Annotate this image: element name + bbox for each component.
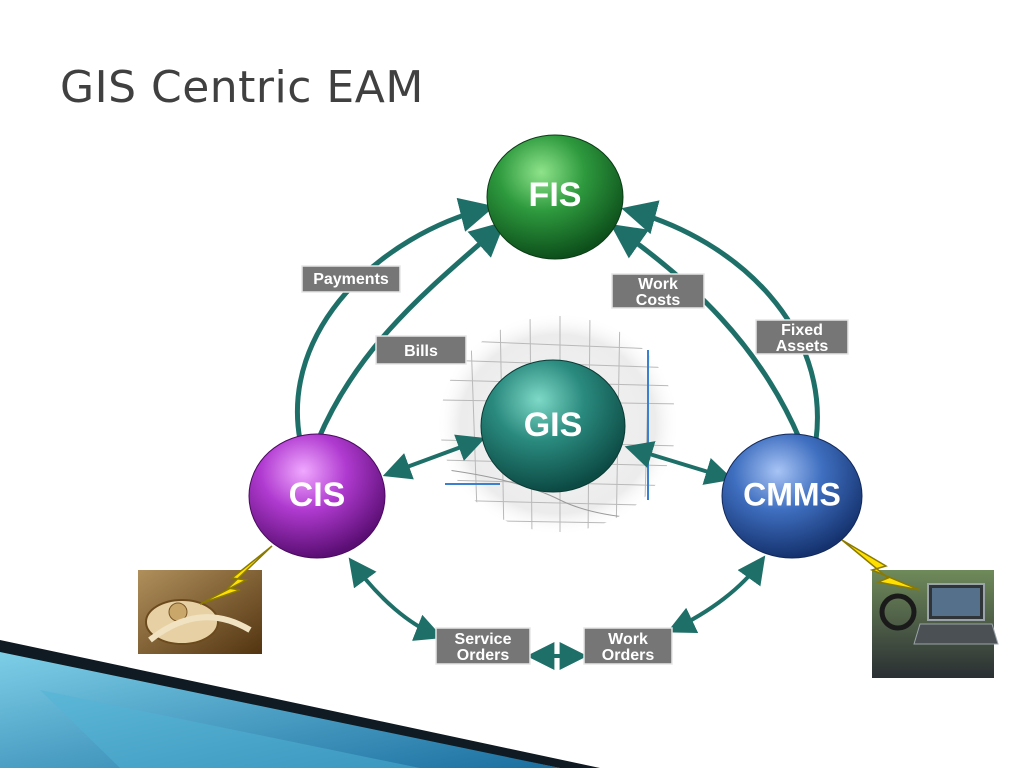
arrow-cis-service-orders bbox=[348, 557, 444, 641]
label-payments: Payments bbox=[301, 265, 401, 293]
node-fis: FIS bbox=[486, 134, 624, 260]
telephone-photo-icon bbox=[138, 570, 262, 654]
arrow-work-costs bbox=[610, 223, 803, 441]
label-service-orders: Service Orders bbox=[435, 627, 531, 665]
label-bills: Bills bbox=[375, 335, 467, 365]
label-work-costs-line1: Work bbox=[638, 276, 678, 293]
arrow-work-orders-cmms bbox=[666, 555, 766, 634]
label-work-costs-line2: Costs bbox=[636, 292, 681, 309]
arrow-gis-cis bbox=[382, 434, 486, 480]
gis-links bbox=[382, 434, 734, 485]
label-fixed-assets-line1: Fixed bbox=[781, 322, 823, 339]
connector-arcs bbox=[294, 197, 820, 441]
label-work-costs: Work Costs bbox=[611, 273, 705, 309]
bottom-links bbox=[348, 555, 766, 670]
label-work-orders: Work Orders bbox=[583, 627, 673, 665]
arrow-gis-cmms bbox=[624, 441, 734, 485]
lightning-bolt-icon bbox=[199, 545, 273, 605]
arrow-bills bbox=[315, 221, 506, 441]
node-gis-label: GIS bbox=[524, 406, 583, 444]
label-fixed-assets: Fixed Assets bbox=[755, 319, 849, 355]
node-cis-label: CIS bbox=[289, 476, 346, 514]
slide-title: GIS Centric EAM bbox=[60, 62, 424, 113]
label-service-orders-line1: Service bbox=[455, 631, 512, 648]
arrow-fixed-assets bbox=[621, 200, 820, 441]
node-cis: CIS bbox=[248, 433, 386, 559]
arrow-payments bbox=[294, 197, 495, 441]
decorative-wedge bbox=[0, 640, 600, 768]
label-fixed-assets-line2: Assets bbox=[776, 338, 829, 355]
node-cmms-label: CMMS bbox=[743, 476, 841, 512]
node-gis: GIS bbox=[480, 359, 626, 493]
label-work-orders-line2: Orders bbox=[602, 647, 655, 664]
label-work-orders-line1: Work bbox=[608, 631, 648, 648]
lightning-bolt-icon-right bbox=[841, 539, 921, 591]
label-service-orders-line2: Orders bbox=[457, 647, 510, 664]
node-cmms: CMMS bbox=[721, 433, 863, 559]
label-bills-text: Bills bbox=[404, 343, 438, 360]
node-fis-label: FIS bbox=[529, 176, 582, 214]
label-payments-text: Payments bbox=[313, 271, 389, 288]
laptop-in-truck-photo-icon bbox=[872, 570, 999, 678]
